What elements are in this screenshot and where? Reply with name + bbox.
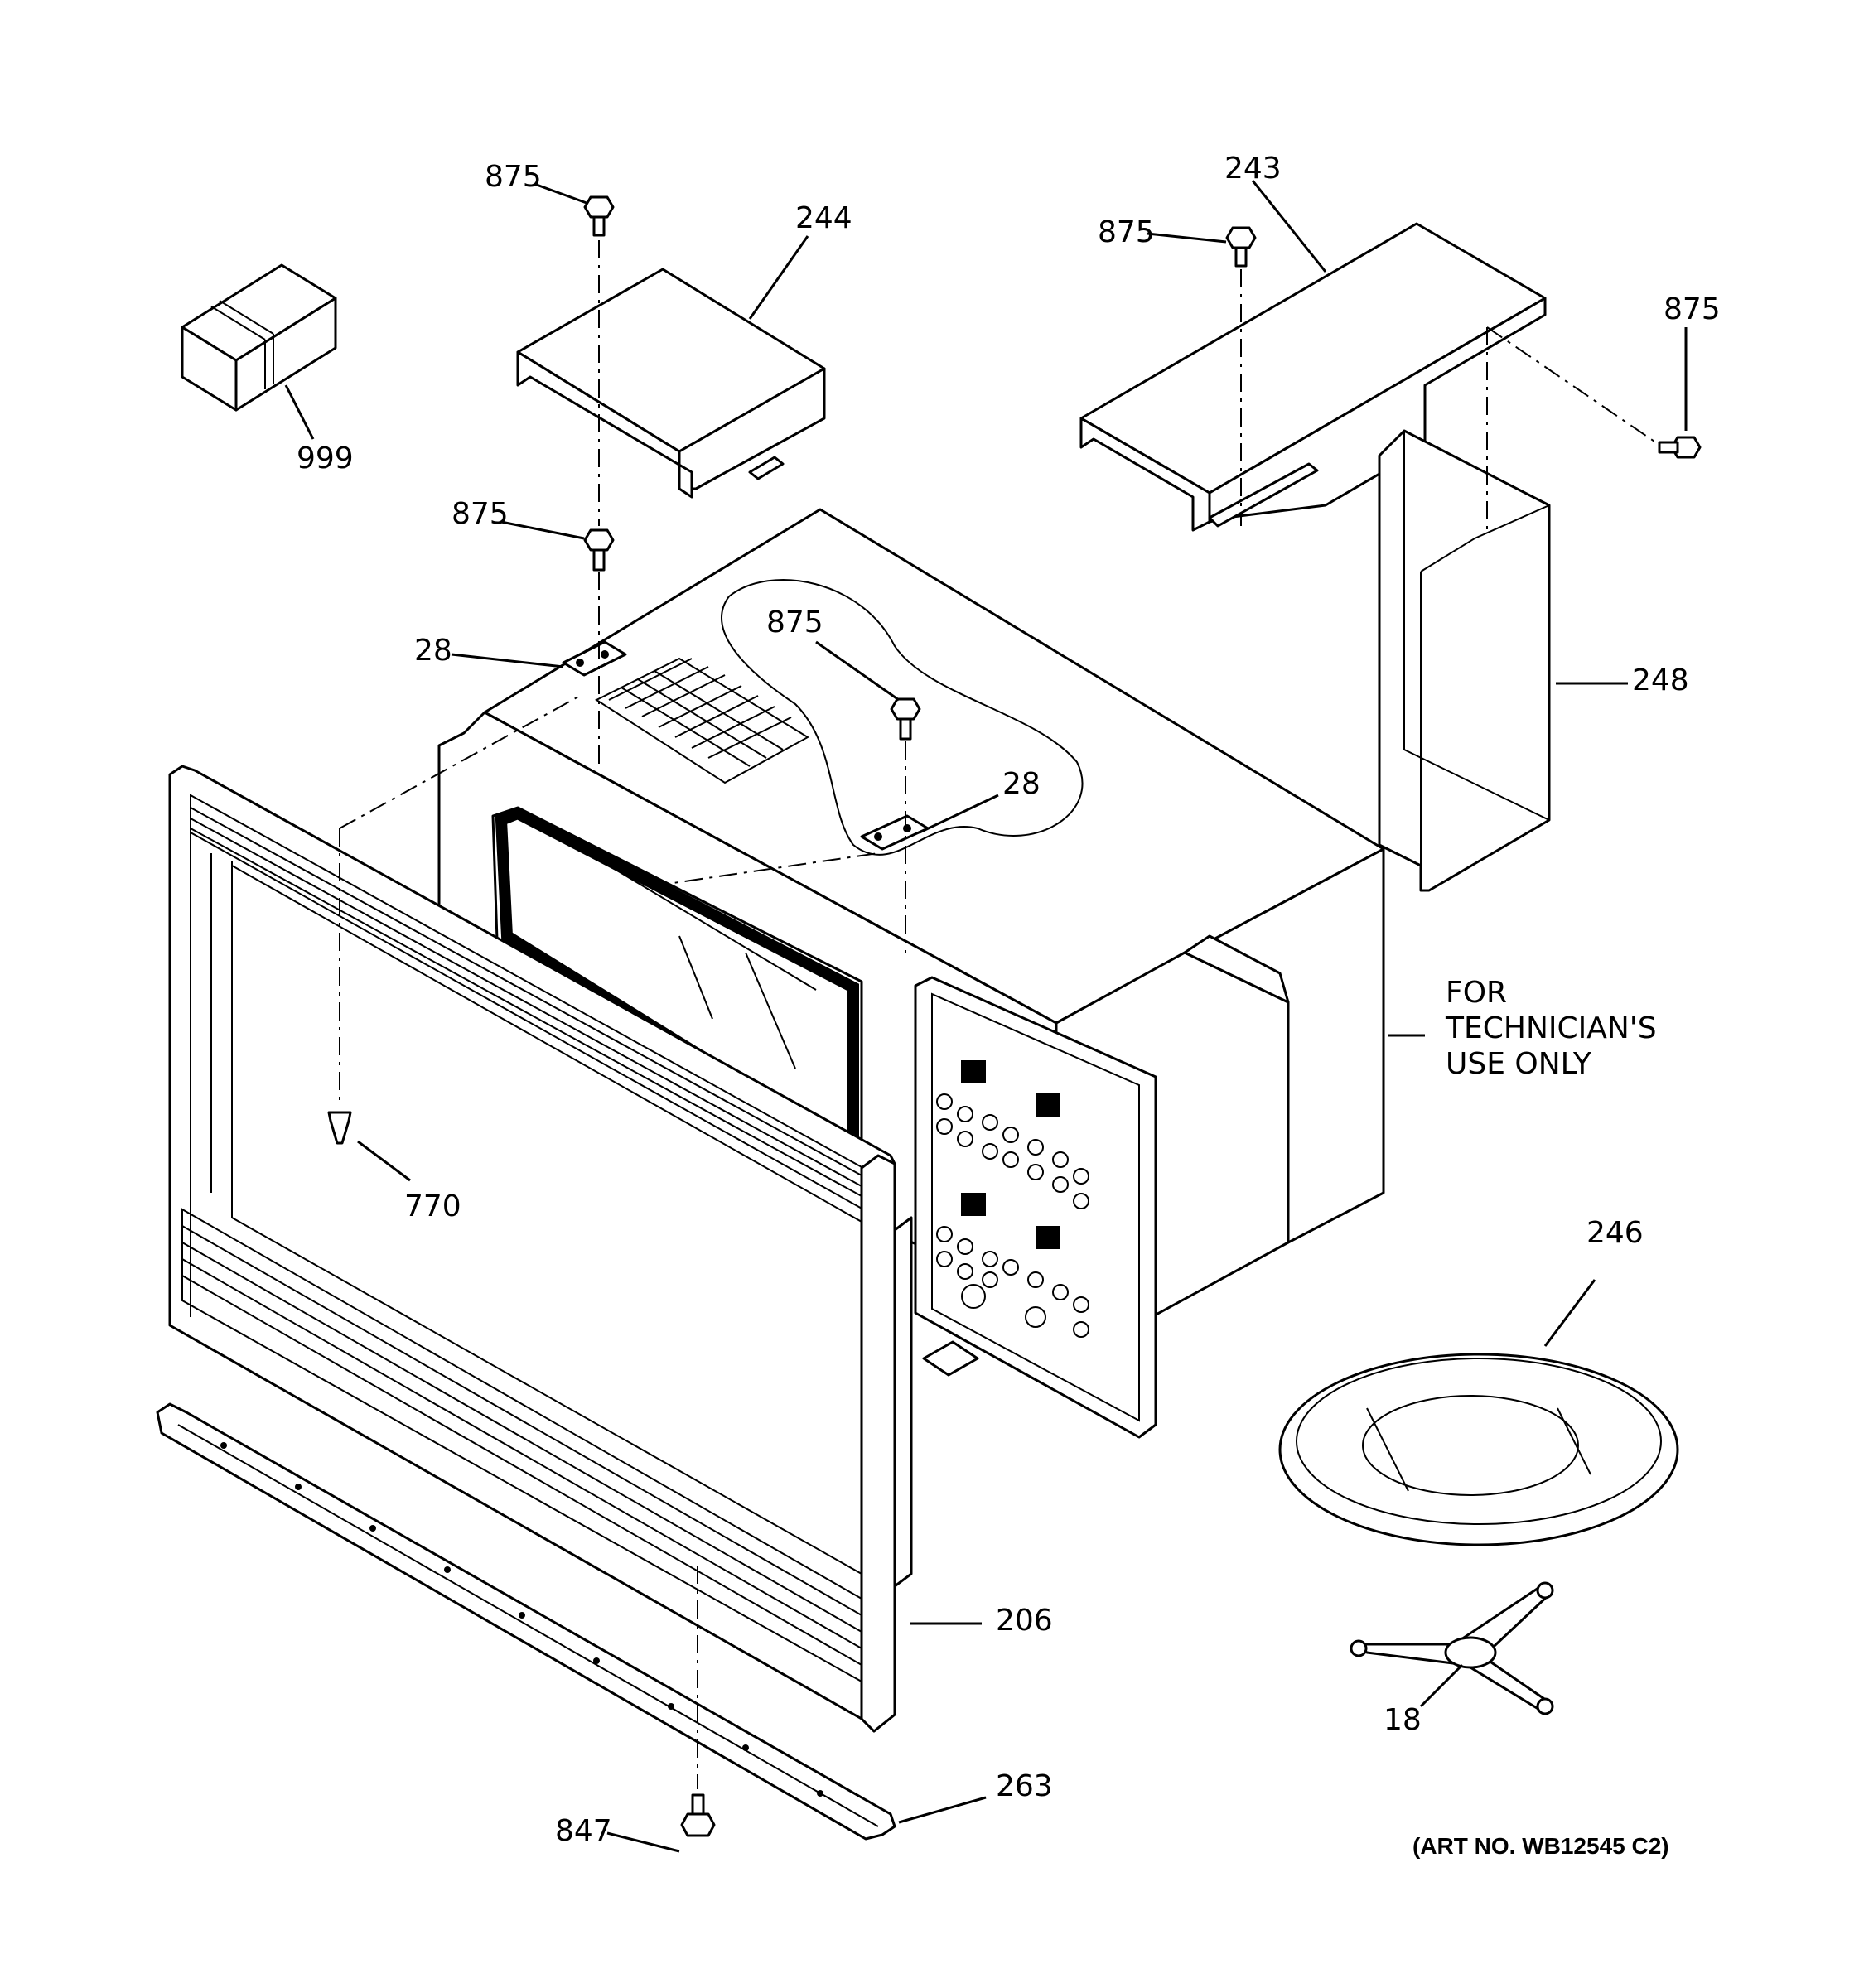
callout-18: 18 <box>1384 1703 1422 1737</box>
part-999-carton[interactable] <box>181 263 337 412</box>
screw-875-d[interactable] <box>1658 436 1702 459</box>
part-244-cover[interactable] <box>516 268 826 499</box>
callout-847: 847 <box>555 1814 612 1848</box>
callout-206: 206 <box>996 1604 1053 1638</box>
screw-875-c[interactable] <box>1225 226 1257 268</box>
callout-248: 248 <box>1632 663 1689 697</box>
screw-875-e[interactable] <box>890 697 921 741</box>
callout-labels: 875 244 999 875 28 243 875 875 875 28 24… <box>297 152 1721 1859</box>
callout-875-d: 875 <box>1664 292 1721 326</box>
screw-770[interactable] <box>327 1111 352 1145</box>
part-206-trim-frame[interactable] <box>168 765 913 1733</box>
part-243-top-cover[interactable] <box>1079 222 1547 532</box>
callout-875-c: 875 <box>1098 215 1155 249</box>
callout-246: 246 <box>1586 1216 1644 1250</box>
vent-grille <box>594 657 809 784</box>
callout-28-a: 28 <box>414 634 452 668</box>
alignment-lines <box>339 240 1658 1789</box>
callout-875-a: 875 <box>485 160 542 194</box>
callout-243: 243 <box>1224 152 1282 186</box>
callout-263: 263 <box>996 1769 1053 1803</box>
screw-875-b[interactable] <box>583 528 615 572</box>
technician-note-line-3: USE ONLY <box>1446 1047 1592 1081</box>
technician-note-line-2: TECHNICIAN'S <box>1445 1011 1657 1045</box>
callout-28-b: 28 <box>1002 767 1041 801</box>
callout-770: 770 <box>404 1189 461 1223</box>
leader-lines <box>284 180 1688 1853</box>
screw-847[interactable] <box>680 1793 716 1837</box>
callout-875-b: 875 <box>452 497 509 531</box>
art-number: (ART NO. WB12545 C2) <box>1412 1833 1669 1859</box>
part-246-turntable-tray[interactable] <box>1278 1353 1679 1546</box>
part-18-roller-support[interactable] <box>1350 1581 1554 1715</box>
callout-999: 999 <box>297 442 354 475</box>
bracket-28-left[interactable] <box>562 640 627 677</box>
part-248-side-panel[interactable] <box>1378 429 1551 892</box>
callout-244: 244 <box>795 201 852 235</box>
callout-875-e: 875 <box>766 606 823 639</box>
screw-875-a[interactable] <box>583 195 615 237</box>
part-263-bottom-trim[interactable] <box>156 1402 896 1841</box>
part-cabinet <box>437 508 1385 1319</box>
technician-note-line-1: FOR <box>1446 976 1507 1010</box>
